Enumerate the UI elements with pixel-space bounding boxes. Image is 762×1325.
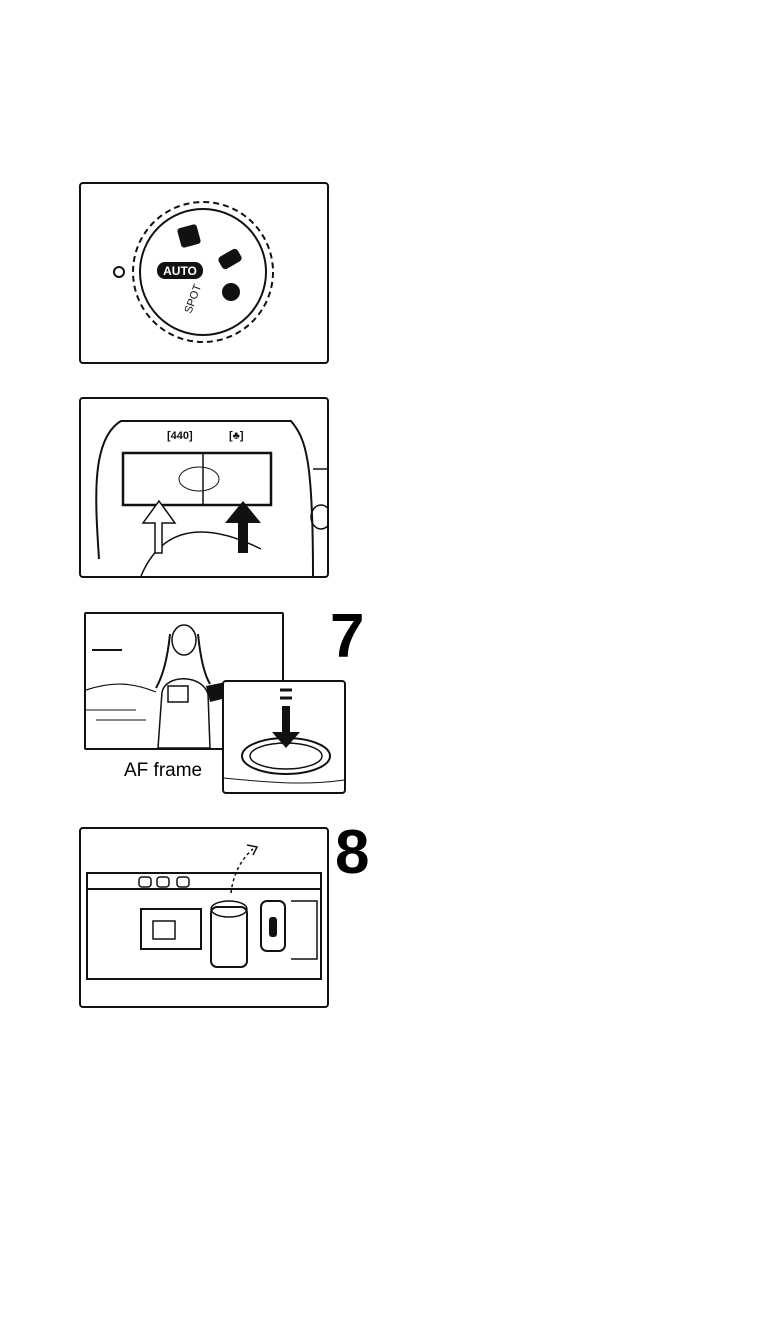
step-number-8: 8 bbox=[335, 822, 369, 884]
viewfinder-drawing: [440] [♣] bbox=[81, 399, 327, 576]
auto-mode-label: AUTO bbox=[163, 264, 197, 278]
portrait-mode-icon bbox=[177, 224, 201, 248]
step-number-7: 7 bbox=[330, 606, 364, 668]
viewfinder-illustration: [440] [♣] bbox=[79, 397, 329, 578]
af-frame-mark bbox=[168, 686, 188, 702]
film-canister bbox=[211, 907, 247, 967]
landscape-mode-icon bbox=[217, 247, 243, 270]
shutter-button-inset bbox=[222, 680, 346, 794]
film-chamber-drawing bbox=[81, 829, 327, 1006]
wide-indicator-label: [440] bbox=[167, 430, 193, 442]
night-mode-icon bbox=[222, 283, 240, 301]
index-mark-icon bbox=[114, 267, 124, 277]
viewfinder-window bbox=[123, 453, 271, 505]
shutter-button-drawing bbox=[224, 682, 344, 792]
arrow-up-solid-icon bbox=[225, 501, 261, 553]
spot-mode-label: SPOT bbox=[183, 283, 205, 316]
mode-dial-drawing: AUTO SPOT bbox=[81, 184, 327, 362]
mode-dial-illustration: AUTO SPOT bbox=[79, 182, 329, 364]
arrow-up-outline-icon bbox=[143, 501, 175, 553]
tele-indicator-label: [♣] bbox=[229, 430, 244, 442]
lift-out-arrow-icon bbox=[231, 849, 253, 893]
person-head bbox=[172, 625, 196, 655]
af-frame-caption: AF frame bbox=[124, 760, 202, 782]
film-chamber-illustration bbox=[79, 827, 329, 1008]
film-gate bbox=[141, 909, 201, 949]
press-down-arrow-icon bbox=[272, 706, 300, 748]
